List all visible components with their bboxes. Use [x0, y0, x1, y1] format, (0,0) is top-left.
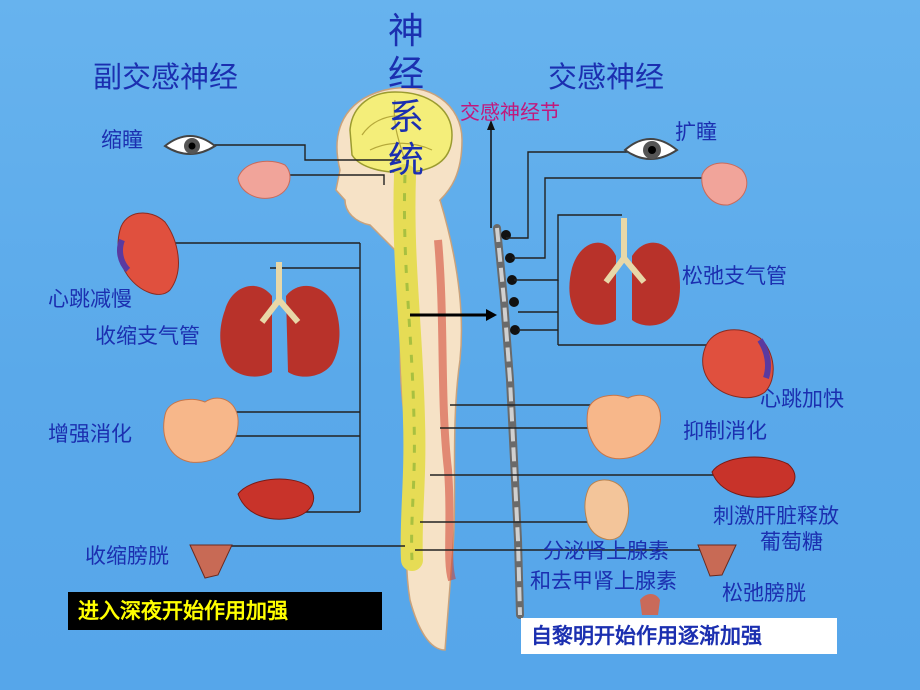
right-nerve-lines: [415, 151, 740, 551]
right-liver: [711, 456, 796, 498]
small-organ: [640, 594, 660, 615]
right-eye: [623, 138, 679, 160]
label-constrict-pupil: 缩瞳: [101, 128, 143, 152]
title-char: 统: [387, 140, 424, 181]
right-gland: [701, 162, 748, 206]
label-speed-heart: 心跳加快: [760, 387, 844, 411]
label-adrenal-2: 和去甲肾上腺素: [530, 569, 677, 593]
label-dilate-pupil: 扩瞳: [675, 120, 717, 144]
right-heart: [702, 329, 774, 399]
dawn-note: 自黎明开始作用逐渐加强: [521, 618, 837, 654]
left-lungs: [220, 262, 340, 377]
spinal-cord: [393, 164, 426, 571]
label-liver-glucose-1: 刺激肝脏释放: [713, 504, 839, 528]
ganglion-label: 交感神经节: [460, 100, 560, 124]
right-lungs: [569, 218, 680, 326]
parasympathetic-header: 副交感神经: [93, 60, 239, 94]
label-slow-heart: 心跳减慢: [48, 287, 132, 311]
label-liver-glucose-2: 葡萄糖: [760, 530, 823, 554]
right-stomach: [586, 394, 662, 460]
label-inhibit-digestion: 抑制消化: [683, 419, 767, 443]
sympathetic-chain: [493, 224, 524, 619]
title-char: 系: [387, 97, 424, 138]
sympathetic-header: 交感神经: [548, 60, 665, 94]
right-bladder: [697, 544, 737, 577]
title-char: 经: [387, 54, 424, 95]
label-constrict-bronchi: 收缩支气管: [95, 324, 200, 348]
adrenal-gland: [584, 479, 629, 540]
label-adrenal-1: 分泌肾上腺素: [543, 539, 669, 563]
label-relax-bladder: 松弛膀胱: [722, 581, 806, 605]
label-enhance-digestion: 增强消化: [48, 422, 132, 446]
label-contract-bladder: 收缩膀胱: [85, 544, 169, 568]
label-relax-bronchi: 松弛支气管: [682, 264, 787, 288]
left-stomach: [163, 397, 239, 463]
left-gland: [237, 160, 291, 199]
left-bladder: [189, 544, 233, 579]
left-heart: [117, 212, 179, 295]
title-char: 神: [387, 11, 424, 52]
left-liver: [237, 478, 314, 520]
night-note: 进入深夜开始作用加强: [68, 592, 382, 630]
vertical-title: 神 经 系 统: [386, 10, 426, 182]
left-eye: [163, 135, 217, 155]
